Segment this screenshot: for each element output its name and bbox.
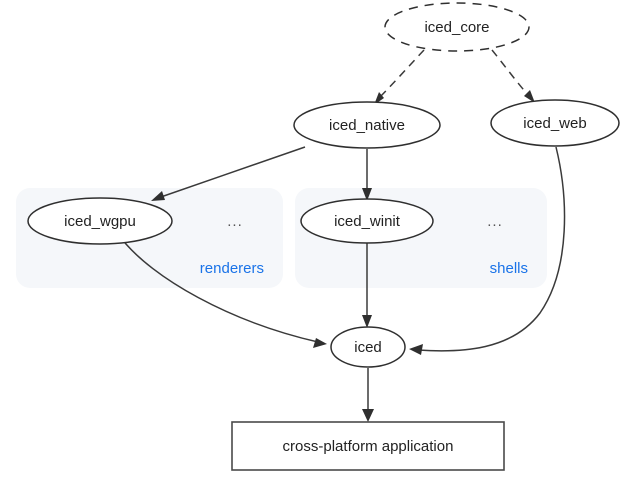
node-application[interactable]: cross-platform application <box>231 421 505 471</box>
cluster-shells-ellipsis: ... <box>487 213 503 230</box>
node-iced-native-label: iced_native <box>329 117 405 134</box>
edge-iced-core-to-iced-web-arrow <box>524 90 535 103</box>
edge-iced-native-to-iced-winit-arrow <box>362 188 372 201</box>
edge-iced-wgpu-to-iced-arrow <box>313 338 327 348</box>
node-iced-web[interactable]: iced_web <box>490 99 620 147</box>
node-iced-wgpu-label: iced_wgpu <box>64 213 136 230</box>
edge-iced-native-to-iced-winit <box>362 149 372 201</box>
edge-iced-core-to-iced-web <box>491 49 535 103</box>
edge-iced-core-to-iced-native-line <box>377 49 425 100</box>
edge-iced-wgpu-to-iced <box>120 237 327 348</box>
cluster-renderers-ellipsis: ... <box>227 213 243 230</box>
node-iced-native-shape[interactable] <box>293 101 441 149</box>
edge-iced-wgpu-to-iced-line <box>120 237 319 343</box>
node-iced-wgpu[interactable]: iced_wgpu <box>27 197 173 245</box>
edge-iced-web-to-iced <box>409 146 566 355</box>
node-iced[interactable]: iced <box>330 326 406 368</box>
node-iced-winit-label: iced_winit <box>334 213 401 230</box>
edge-iced-core-to-iced-native <box>374 49 425 105</box>
node-iced-winit[interactable]: iced_winit <box>300 198 434 244</box>
edge-iced-winit-to-iced <box>362 241 372 328</box>
node-iced-web-shape[interactable] <box>490 99 620 147</box>
node-iced-web-label: iced_web <box>523 115 586 132</box>
edge-iced-to-application <box>362 368 374 422</box>
node-iced-shape[interactable] <box>330 326 406 368</box>
edge-iced-native-to-iced-wgpu <box>151 146 306 201</box>
edge-iced-winit-to-iced-arrow <box>362 315 372 328</box>
edge-iced-web-to-iced-line <box>417 146 566 352</box>
edge-iced-web-to-iced-arrow <box>409 344 423 355</box>
node-iced-label: iced <box>354 339 382 356</box>
edge-iced-native-to-iced-wgpu-line <box>157 146 306 199</box>
node-iced-winit-shape[interactable] <box>300 198 434 244</box>
node-iced-core-shape[interactable] <box>384 2 530 52</box>
edge-iced-to-application-arrow <box>362 409 374 422</box>
node-iced-native[interactable]: iced_native <box>293 101 441 149</box>
node-application-label: cross-platform application <box>283 438 454 455</box>
cluster-renderers-label: renderers <box>200 260 264 277</box>
cluster-shells-label: shells <box>490 260 528 277</box>
node-iced-core-label: iced_core <box>424 19 489 36</box>
node-application-shape[interactable] <box>231 421 505 471</box>
edge-iced-native-to-iced-wgpu-arrow <box>151 191 165 201</box>
node-iced-core[interactable]: iced_core <box>384 2 530 52</box>
edge-iced-core-to-iced-web-line <box>491 49 531 98</box>
node-iced-wgpu-shape[interactable] <box>27 197 173 245</box>
